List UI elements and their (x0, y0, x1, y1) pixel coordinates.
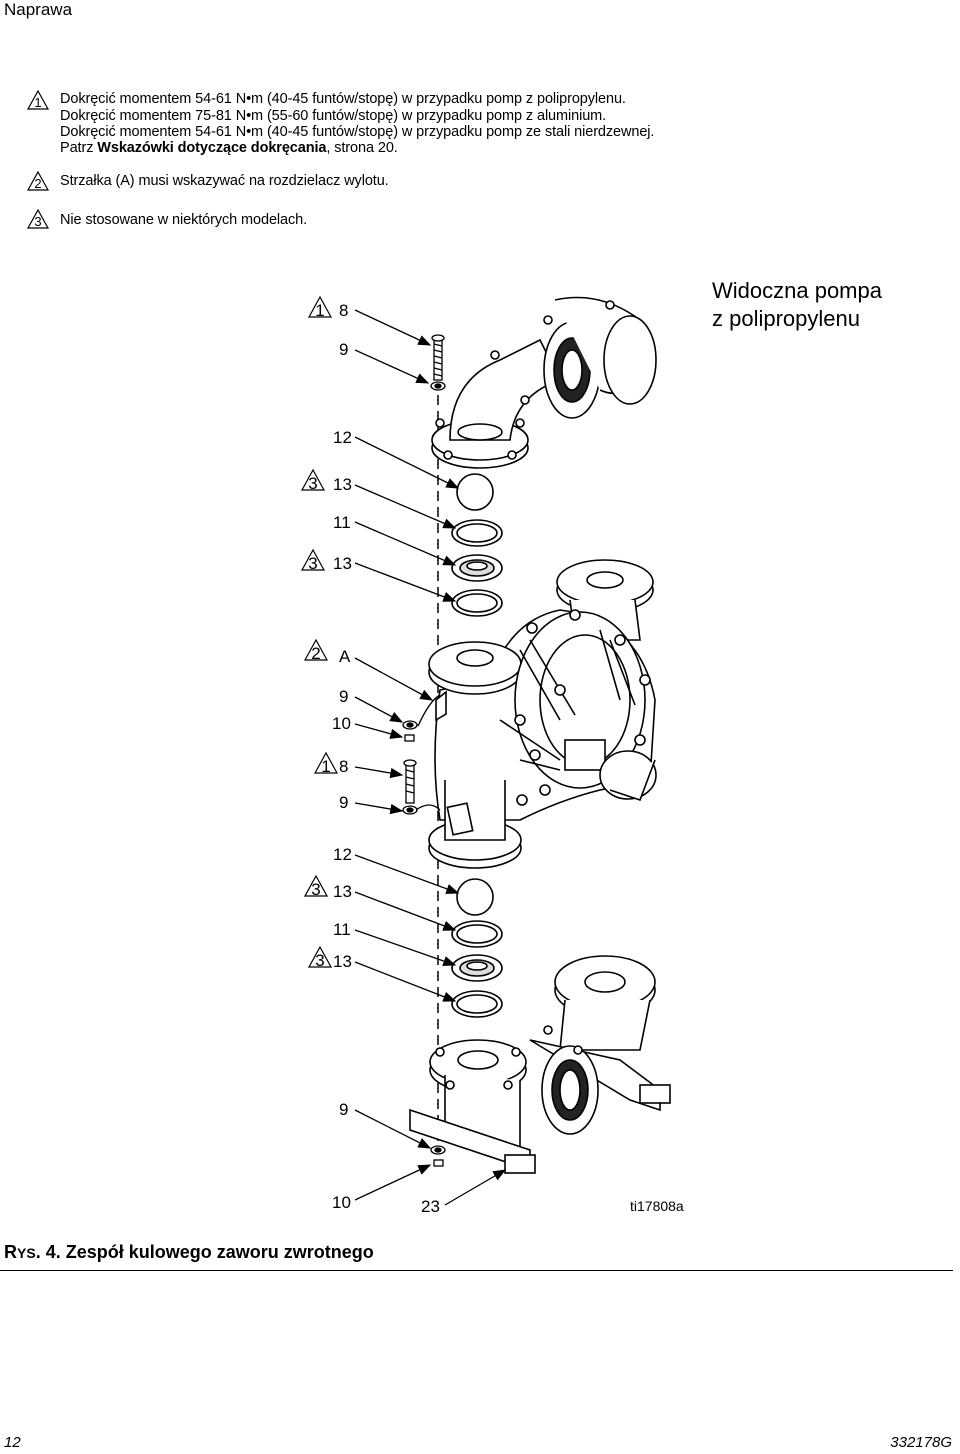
callout-labels: 8 9 12 13 11 13 A 9 10 8 9 12 13 11 13 9… (332, 301, 684, 1216)
svg-text:1: 1 (321, 757, 330, 776)
figure-caption: RYS. 4. Zespół kulowego zaworu zwrotnego (4, 1242, 374, 1262)
callout-8: 8 (339, 757, 348, 776)
warning-marker-icon: 2 (27, 171, 49, 191)
svg-text:3: 3 (311, 880, 320, 899)
diagram-side-title: Widoczna pompa z polipropylenu (712, 278, 882, 331)
svg-text:3: 3 (315, 951, 324, 970)
middle-fasteners (402, 694, 441, 815)
warning-marker-icon: 3 (27, 209, 49, 229)
callout-11: 11 (333, 920, 351, 939)
pump-body (428, 559, 657, 869)
leader-lines (354, 309, 507, 1206)
torque-instructions-link-text: Wskazówki dotyczące dokręcania (97, 140, 327, 156)
svg-text:3: 3 (308, 554, 317, 573)
note-3-text: Nie stosowane w niektórych modelach. (60, 212, 308, 228)
caption-rule (0, 1270, 953, 1271)
svg-text:3: 3 (308, 474, 317, 493)
svg-text:1: 1 (34, 95, 41, 110)
warning-marker-icon: 1 (27, 90, 49, 110)
top-check-ball-set (451, 473, 503, 617)
note-2-text: Strzałka (A) musi wskazywać na rozdziela… (60, 173, 389, 189)
callout-A: A (339, 647, 351, 666)
top-outlet-manifold (431, 296, 657, 469)
svg-text:2: 2 (34, 176, 41, 191)
callout-13: 13 (333, 952, 352, 971)
svg-text:3: 3 (34, 214, 41, 229)
note-1-reference: Patrz Wskazówki dotyczące dokręcania, st… (60, 140, 398, 156)
svg-text:1: 1 (315, 301, 324, 320)
callout-13: 13 (333, 554, 352, 573)
bottom-fasteners (430, 1145, 446, 1167)
note-1-line-1: Dokręcić momentem 54-61 N•m (40-45 funtó… (60, 91, 626, 107)
callout-13: 13 (333, 475, 352, 494)
callout-12: 12 (333, 428, 352, 447)
callout-8: 8 (339, 301, 348, 320)
callout-9: 9 (339, 340, 348, 359)
callout-23: 23 (421, 1197, 440, 1216)
top-bolt (430, 334, 446, 391)
callout-9: 9 (339, 793, 348, 812)
bottom-inlet-manifold (409, 955, 671, 1174)
note-1-line-2: Dokręcić momentem 75-81 N•m (55-60 funtó… (60, 108, 607, 124)
note-1-line-3: Dokręcić momentem 54-61 N•m (40-45 funtó… (60, 124, 655, 140)
callout-10: 10 (332, 714, 351, 733)
callout-13: 13 (333, 882, 352, 901)
callout-9: 9 (339, 687, 348, 706)
callout-12: 12 (333, 845, 352, 864)
callout-11: 11 (333, 513, 351, 532)
bottom-check-ball-set (451, 878, 503, 1018)
document-number: 332178G (890, 1434, 952, 1451)
drawing-id: ti17808a (630, 1198, 684, 1214)
section-title: Naprawa (4, 0, 73, 19)
callout-10: 10 (332, 1193, 351, 1212)
page-number: 12 (4, 1434, 21, 1451)
diagram-warning-markers: 1 3 3 2 1 3 3 (301, 296, 338, 970)
callout-9: 9 (339, 1100, 348, 1119)
svg-text:2: 2 (311, 644, 320, 663)
